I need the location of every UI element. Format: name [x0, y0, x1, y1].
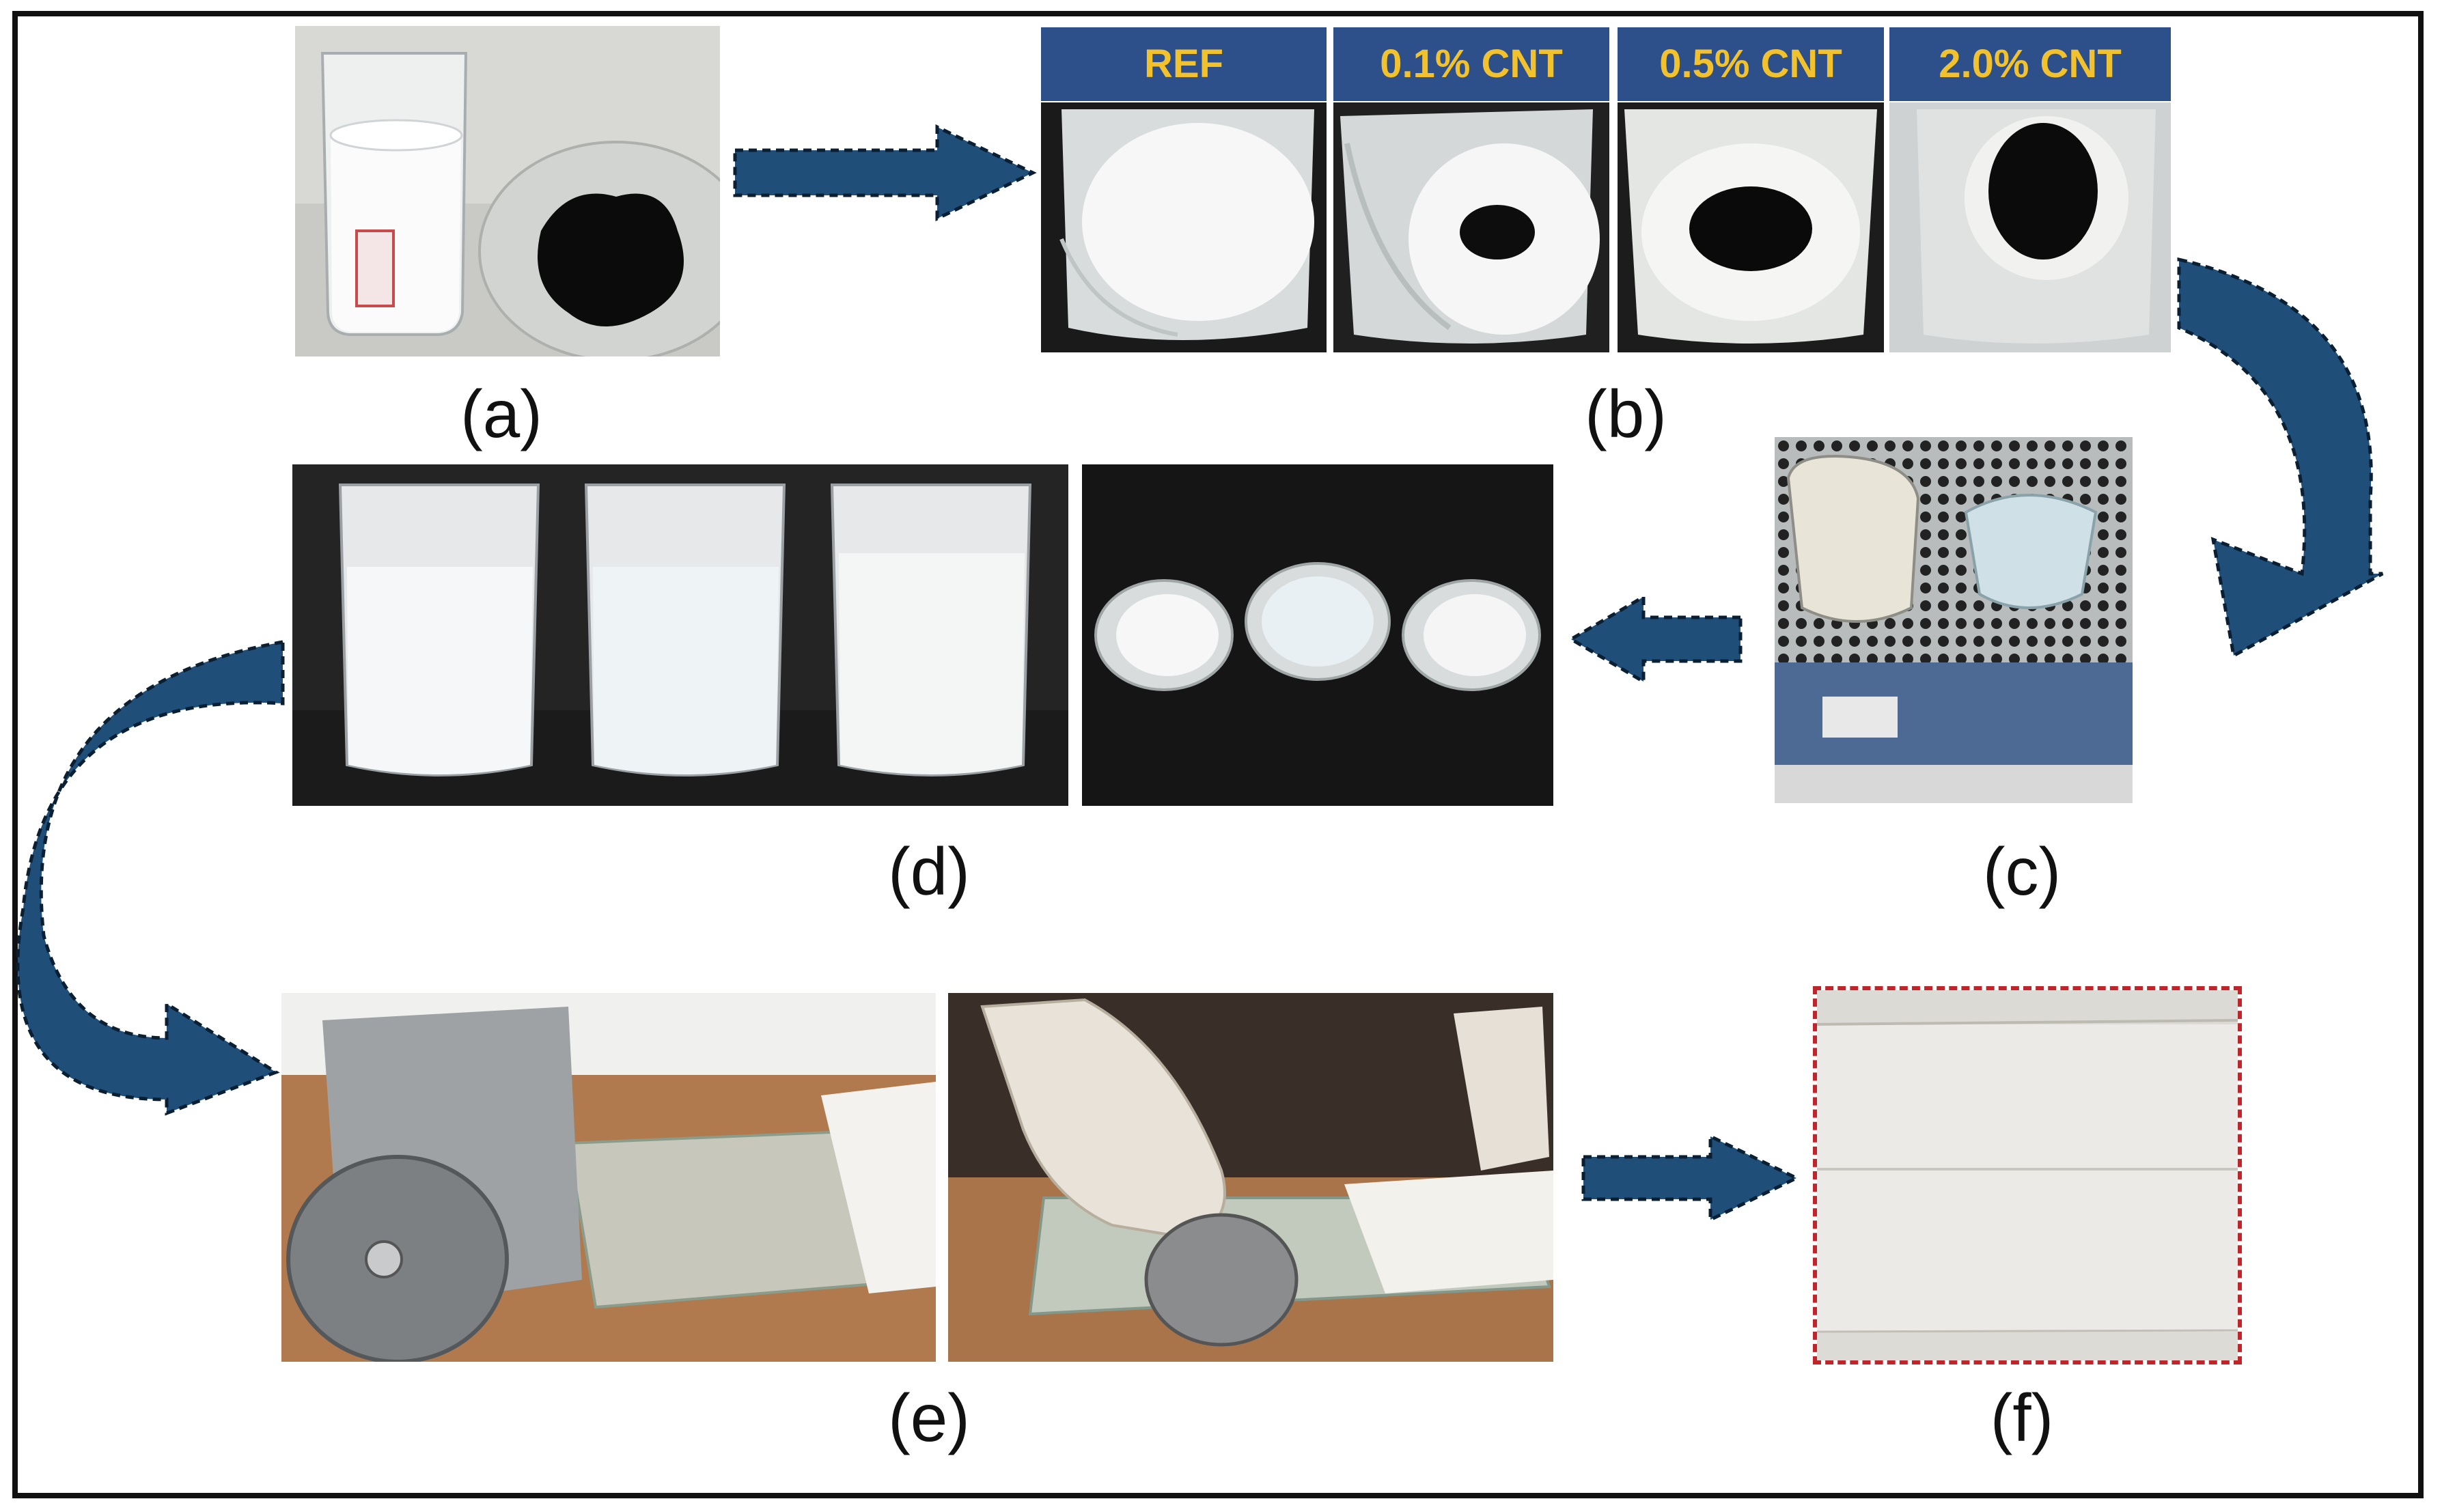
figure-frame: [12, 11, 2424, 1498]
photo-f-coated-film: [1813, 986, 2242, 1364]
header-0-1-cnt: 0.1% CNT: [1333, 27, 1609, 101]
photo-e-hand-rolling: [948, 993, 1553, 1362]
arrow-right-icon: [732, 124, 1037, 221]
panel-e-label: (e): [888, 1380, 970, 1455]
curved-arrow-down-left-icon: [16, 635, 290, 1127]
arrow-right-icon-2: [1581, 1134, 1801, 1222]
arrow-left-icon: [1568, 593, 1743, 685]
header-2-0-cnt: 2.0% CNT: [1889, 27, 2171, 101]
photo-a-materials: [295, 26, 720, 356]
photo-b-0-5-cnt-beaker: [1618, 102, 1884, 352]
photo-d-three-beakers-top: [1082, 464, 1553, 806]
photo-b-0-1-cnt-beaker: [1333, 102, 1609, 352]
panel-f-label: (f): [1990, 1380, 2054, 1455]
photo-d-three-beakers-side: [292, 464, 1068, 806]
panel-b-label: (b): [1585, 376, 1667, 451]
photo-e-roller-on-glass: [281, 993, 936, 1362]
panel-a-label: (a): [460, 376, 542, 451]
header-0-5-cnt: 0.5% CNT: [1618, 27, 1884, 101]
panel-c-label: (c): [1982, 834, 2062, 909]
photo-b-2-0-cnt-beaker: [1889, 102, 2171, 352]
panel-d-label: (d): [888, 834, 970, 909]
header-ref: REF: [1041, 27, 1327, 101]
photo-b-ref-beaker: [1041, 102, 1327, 352]
photo-c-ultrasonic-bath: [1775, 437, 2133, 803]
curved-arrow-down-icon: [2165, 253, 2398, 676]
